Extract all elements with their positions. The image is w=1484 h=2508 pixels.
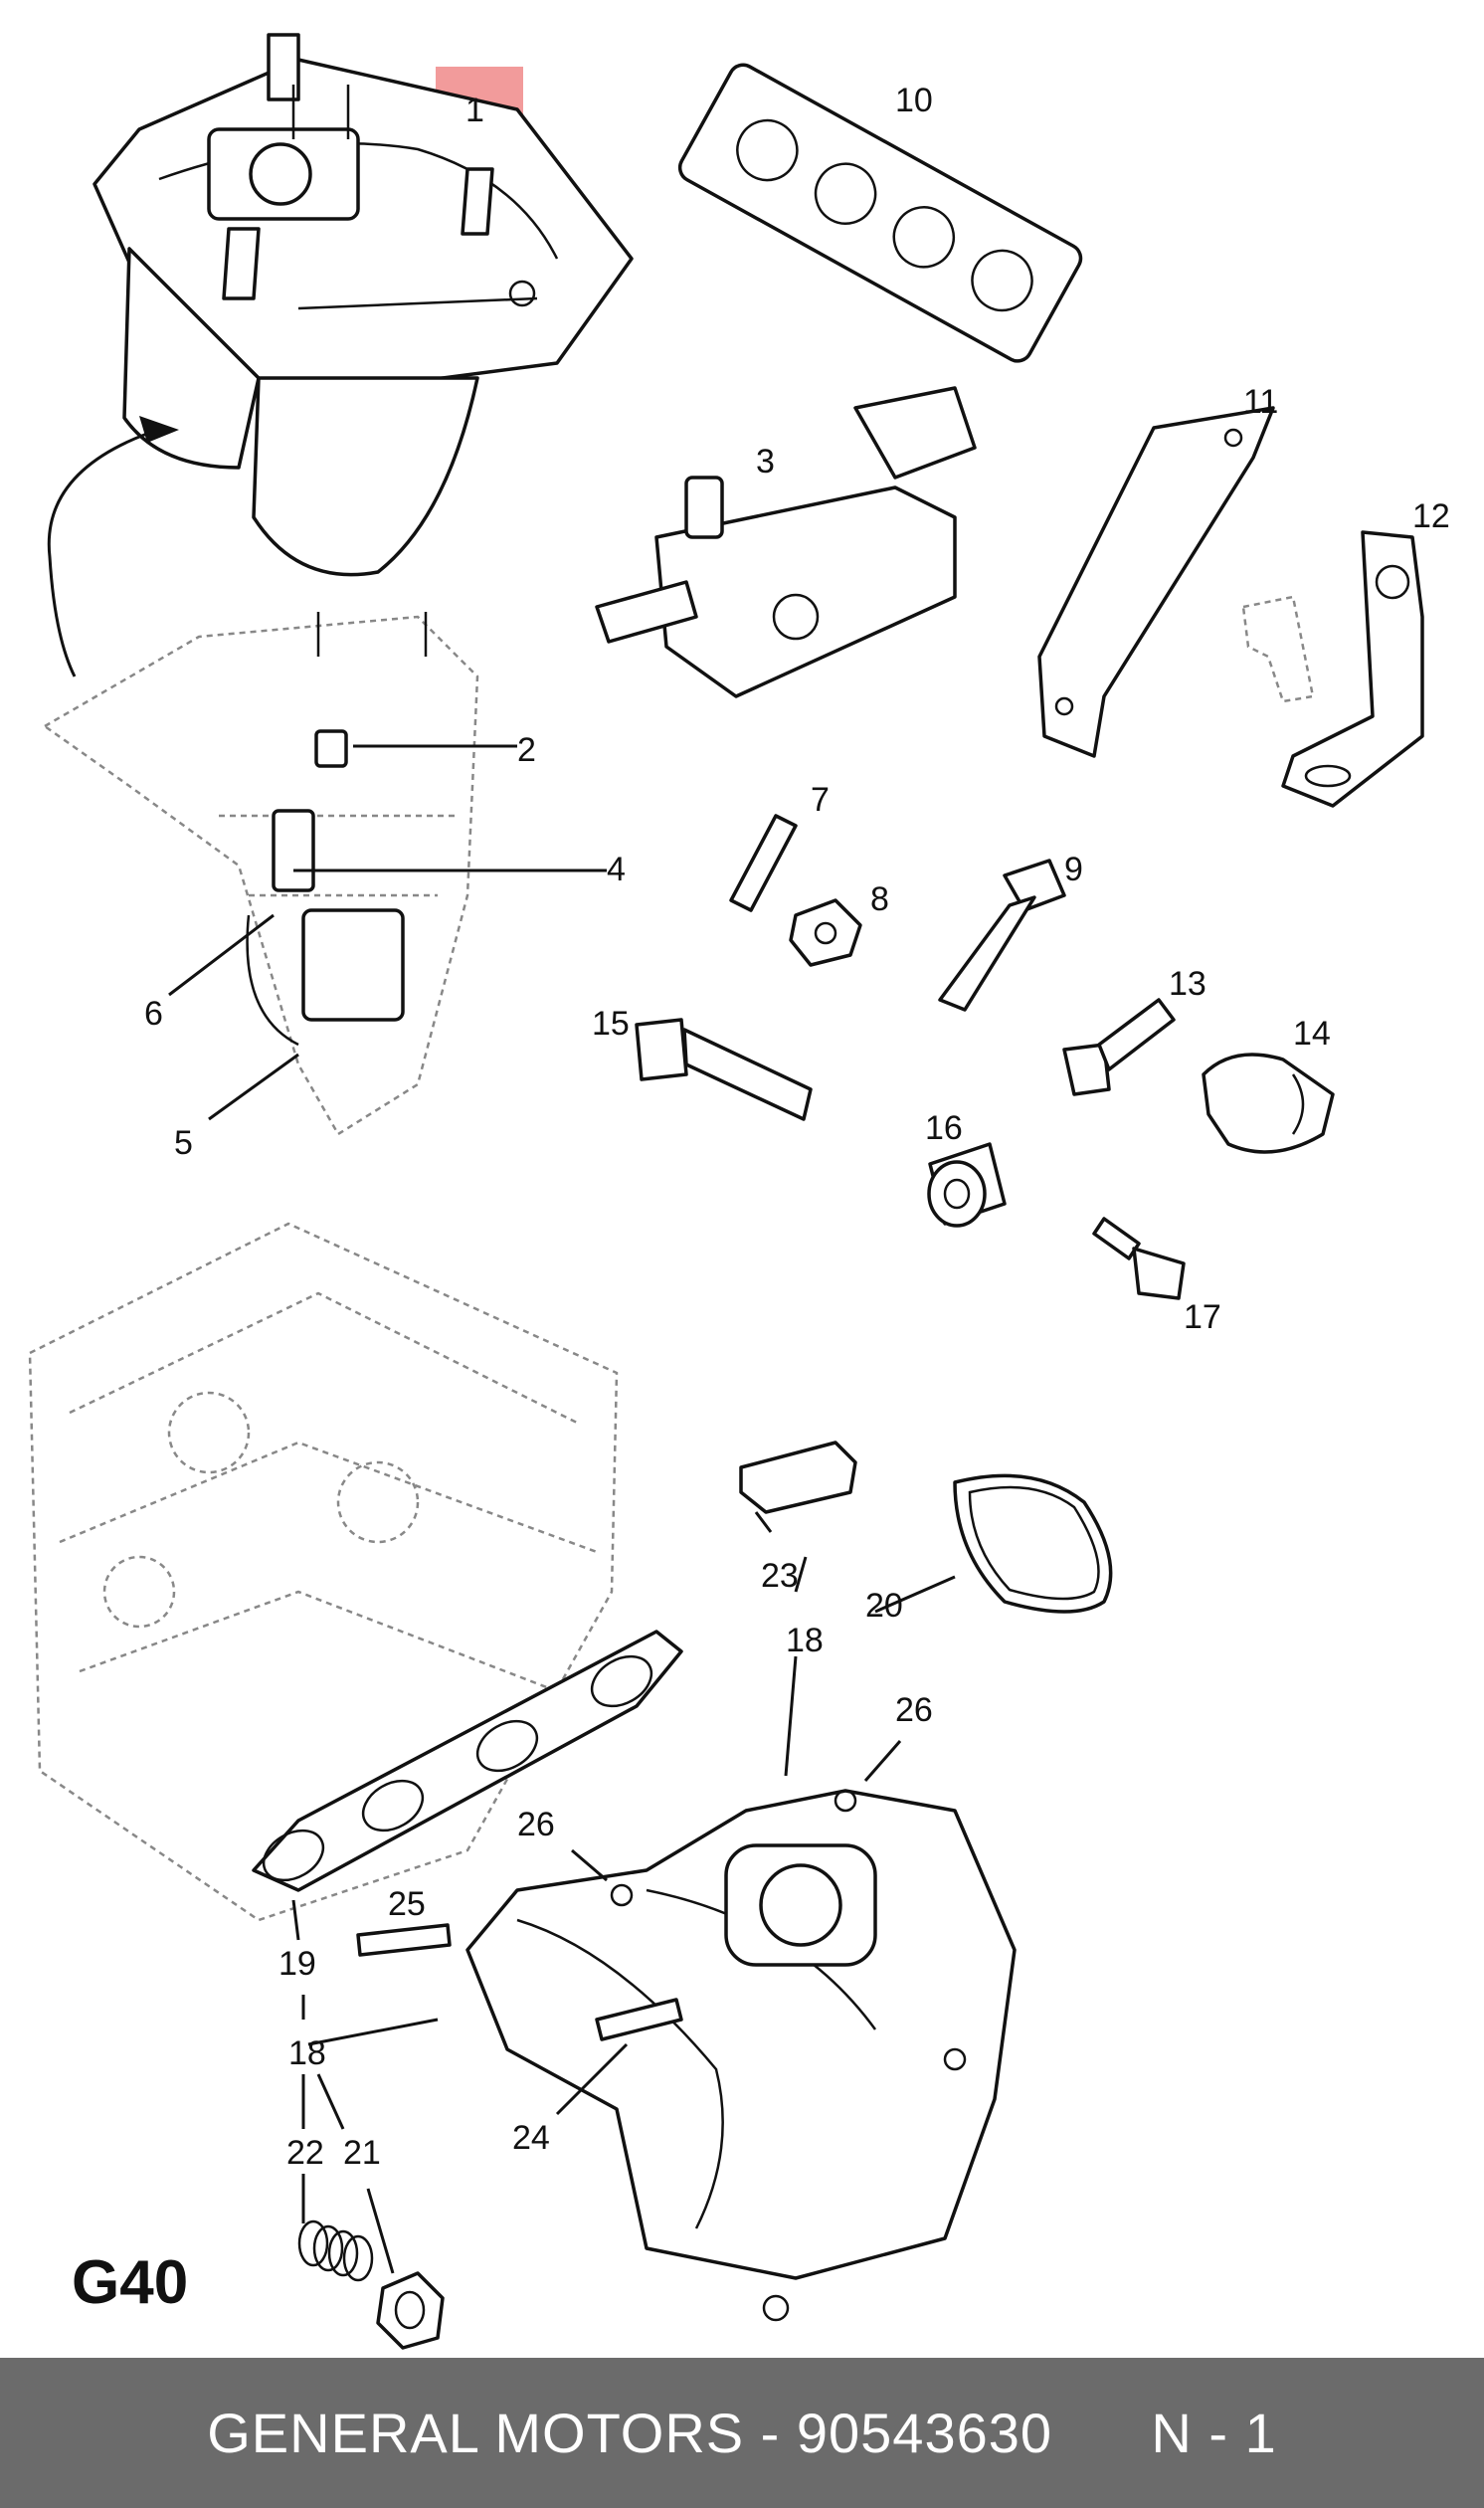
callout-13: 13 (1169, 965, 1206, 1003)
callout-16: 16 (925, 1109, 963, 1147)
callout-8: 8 (870, 880, 889, 918)
footer-part-number: 90543630 (796, 2402, 1053, 2464)
hex-nut[interactable] (376, 2271, 445, 2350)
stud-bolt[interactable] (356, 1923, 452, 1957)
intake-manifold-lower[interactable] (465, 1789, 1017, 2322)
hex-bolt-long[interactable] (635, 1018, 813, 1121)
callout-24: 24 (512, 2119, 550, 2157)
callout-1: 1 (465, 92, 484, 129)
o-ring-set[interactable] (297, 2219, 374, 2282)
callout-11: 11 (1243, 383, 1278, 421)
threaded-stud[interactable] (729, 814, 798, 912)
rubber-bushing[interactable] (927, 1142, 1007, 1228)
group-code: G40 (72, 2248, 188, 2317)
callout-18a: 18 (786, 1622, 824, 1659)
mounting-bracket-short[interactable] (1241, 530, 1424, 808)
flange-bolt-small[interactable] (1092, 1217, 1186, 1300)
callout-3: 3 (756, 443, 775, 481)
callout-21: 21 (343, 2134, 381, 2172)
footer-spacer (1052, 2401, 1151, 2465)
flange-bolt-long[interactable] (938, 859, 1066, 1012)
callout-22: 22 (286, 2134, 324, 2172)
callout-20: 20 (865, 1587, 903, 1625)
callout-18b: 18 (288, 2034, 326, 2072)
direction-arrow (47, 426, 165, 677)
intake-manifold-upper[interactable] (93, 33, 634, 577)
flange-nut[interactable] (789, 898, 862, 967)
callout-6: 6 (144, 995, 163, 1033)
manifold-section-sketch (42, 612, 479, 1136)
footer-brand: GENERAL MOTORS (207, 2402, 745, 2464)
footer-quantity: N - 1 (1151, 2402, 1277, 2464)
callout-26b: 26 (895, 1691, 933, 1729)
callout-7: 7 (811, 781, 830, 819)
manifold-gasket-plate[interactable] (675, 60, 1086, 366)
mounting-bracket-long[interactable] (1037, 406, 1275, 758)
throttle-body-seal[interactable] (953, 1473, 1113, 1614)
tumble-flap-actuator[interactable] (246, 809, 405, 1047)
callout-2: 2 (517, 731, 536, 769)
callout-25: 25 (388, 1885, 426, 1923)
callout-9: 9 (1064, 851, 1083, 888)
intake-manifold-gasket[interactable] (252, 1630, 683, 1892)
callout-15: 15 (592, 1005, 630, 1043)
callout-19: 19 (278, 1945, 316, 1983)
vacuum-fitting[interactable] (314, 729, 348, 768)
callout-4: 4 (607, 851, 626, 888)
callout-14: 14 (1293, 1015, 1331, 1053)
engine-block-ghost (28, 1222, 619, 1922)
callout-5: 5 (174, 1124, 193, 1162)
callout-12: 12 (1412, 497, 1450, 535)
footer-bar: GENERAL MOTORS - 90543630 N - 1 (0, 2358, 1484, 2508)
callout-10: 10 (895, 82, 933, 119)
footer-separator: - (744, 2402, 797, 2464)
callout-26a: 26 (517, 1806, 555, 1843)
parts-diagram: 1 2 3 4 5 6 7 8 9 10 11 12 13 14 15 16 1… (28, 33, 1450, 2350)
hose-clamp[interactable] (1202, 1053, 1335, 1154)
callout-labels: 1 2 3 4 5 6 7 8 9 10 11 12 13 14 15 16 1… (144, 82, 1450, 2172)
arrow-head-icon (139, 416, 179, 443)
callout-17: 17 (1184, 1298, 1221, 1336)
sensor-connector[interactable] (739, 1441, 857, 1514)
callout-23: 23 (761, 1557, 799, 1595)
solenoid-valve[interactable] (595, 386, 977, 698)
leader-lines (168, 744, 956, 2274)
hex-bolt-short[interactable] (1062, 998, 1176, 1096)
